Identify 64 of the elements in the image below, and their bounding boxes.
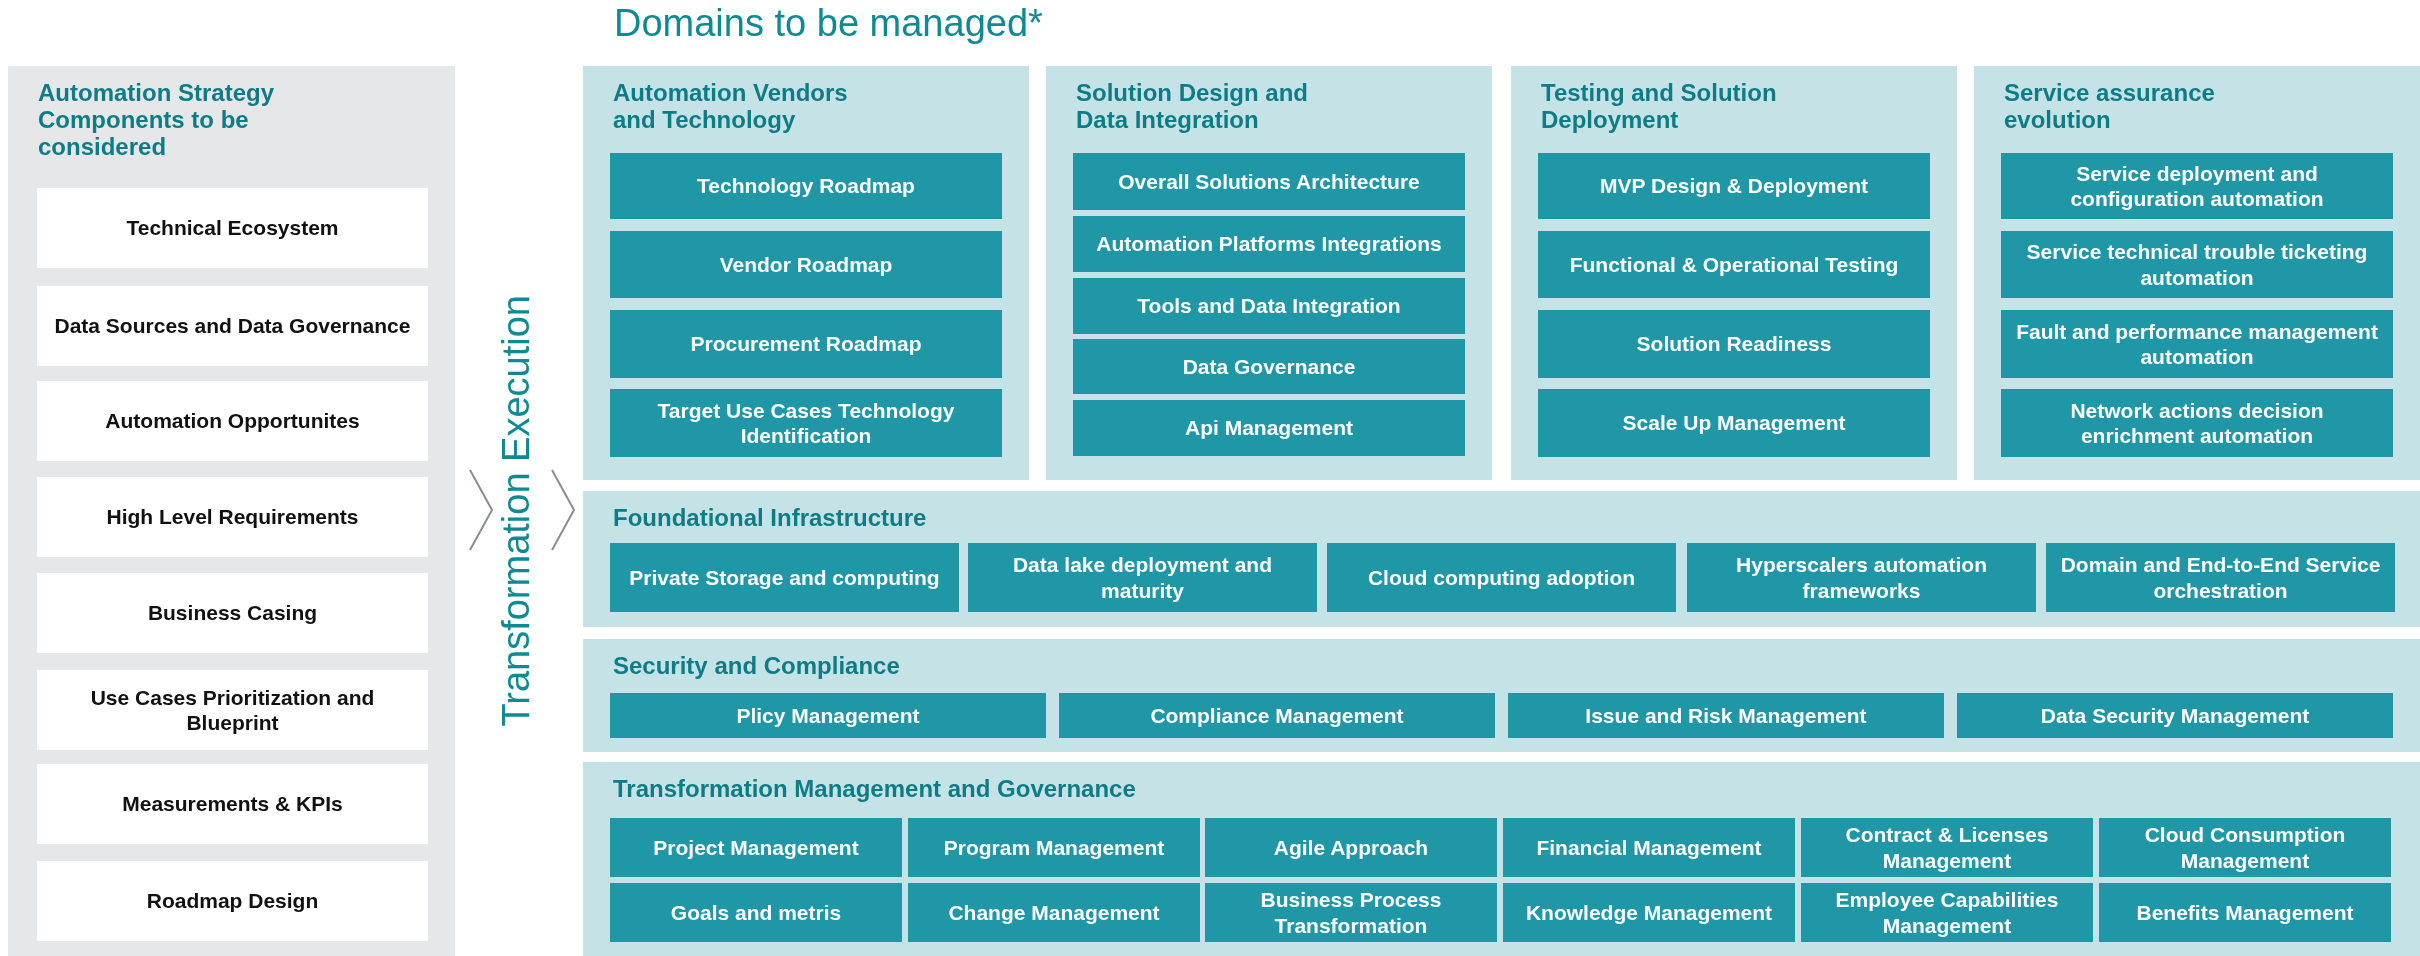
domain-box: Service technical trouble ticketing automation: [2001, 231, 2393, 298]
panel-title: Solution Design and Data Integration: [1076, 80, 1309, 134]
domain-box: Business Process Transformation: [1205, 883, 1497, 942]
domain-panel: [583, 66, 1029, 480]
domain-box: Api Management: [1073, 400, 1465, 456]
domain-box: Knowledge Management: [1503, 883, 1795, 942]
domain-box: Change Management: [908, 883, 1200, 942]
domain-box: Financial Management: [1503, 818, 1795, 877]
domain-box: Target Use Cases Technology Identification: [610, 389, 1002, 457]
domain-box: Scale Up Management: [1538, 389, 1930, 457]
panel-title: Automation Vendors and Technology: [613, 80, 849, 134]
domain-box: Agile Approach: [1205, 818, 1497, 877]
panel-title: Testing and Solution Deployment: [1541, 80, 1778, 134]
panel-title: Security and Compliance: [613, 653, 901, 680]
domain-box: Fault and performance management automation: [2001, 310, 2393, 378]
domain-box: Service deployment and configuration automation: [2001, 153, 2393, 219]
domain-box: Program Management: [908, 818, 1200, 877]
domain-box: Overall Solutions Architecture: [1073, 153, 1465, 210]
domain-box: Employee Capabilities Management: [1801, 883, 2093, 942]
panel-title: Service assurance evolution: [2004, 80, 2216, 134]
domain-box: Private Storage and computing: [610, 543, 959, 612]
domain-panel: [1511, 66, 1957, 480]
domain-box: Data Governance: [1073, 339, 1465, 394]
domain-box: Compliance Management: [1059, 693, 1495, 738]
component-box: Roadmap Design: [37, 861, 428, 941]
component-box: Automation Opportunites: [37, 381, 428, 461]
domain-box: Project Management: [610, 818, 902, 877]
domain-panel: [583, 639, 2420, 752]
domain-box: Procurement Roadmap: [610, 310, 1002, 378]
domain-box: Network actions decision enrichment automation: [2001, 389, 2393, 457]
panel-title: Transformation Management and Governance: [613, 776, 1137, 803]
domain-box: Issue and Risk Management: [1508, 693, 1944, 738]
domain-box: Data lake deployment and maturity: [968, 543, 1317, 612]
domain-box: Hyperscalers automation frameworks: [1687, 543, 2036, 612]
domain-panel: [1046, 66, 1492, 480]
domain-panel: [583, 762, 2420, 956]
component-box: Business Casing: [37, 573, 428, 653]
section-heading: Domains to be managed*: [614, 2, 1043, 45]
domain-box: Tools and Data Integration: [1073, 278, 1465, 334]
vertical-label: Transformation Execution: [495, 295, 538, 727]
domain-box: Data Security Management: [1957, 693, 2393, 738]
domain-box: Cloud Consumption Management: [2099, 818, 2391, 877]
component-box: Use Cases Prioritization and Blueprint: [37, 670, 428, 750]
domain-box: Technology Roadmap: [610, 153, 1002, 219]
component-box: Technical Ecosystem: [37, 188, 428, 268]
component-box: High Level Requirements: [37, 477, 428, 557]
domain-panel: [1974, 66, 2420, 480]
panel-title: Foundational Infrastructure: [613, 505, 928, 532]
domain-box: Contract & Licenses Management: [1801, 818, 2093, 877]
domain-box: Vendor Roadmap: [610, 231, 1002, 298]
domain-box: Solution Readiness: [1538, 310, 1930, 378]
domain-box: Benefits Management: [2099, 883, 2391, 942]
domain-panel: [583, 491, 2420, 627]
domain-box: Goals and metris: [610, 883, 902, 942]
domain-box: Cloud computing adoption: [1327, 543, 1676, 612]
component-box: Data Sources and Data Governance: [37, 286, 428, 366]
domain-box: MVP Design & Deployment: [1538, 153, 1930, 219]
domain-box: Functional & Operational Testing: [1538, 231, 1930, 298]
component-box: Measurements & KPIs: [37, 764, 428, 844]
domain-box: Domain and End-to-End Service orchestration: [2046, 543, 2395, 612]
domain-box: Automation Platforms Integrations: [1073, 216, 1465, 272]
strategy-panel: [8, 66, 455, 956]
domain-box: Plicy Management: [610, 693, 1046, 738]
panel-title: Automation Strategy Components to be considered: [38, 80, 275, 161]
